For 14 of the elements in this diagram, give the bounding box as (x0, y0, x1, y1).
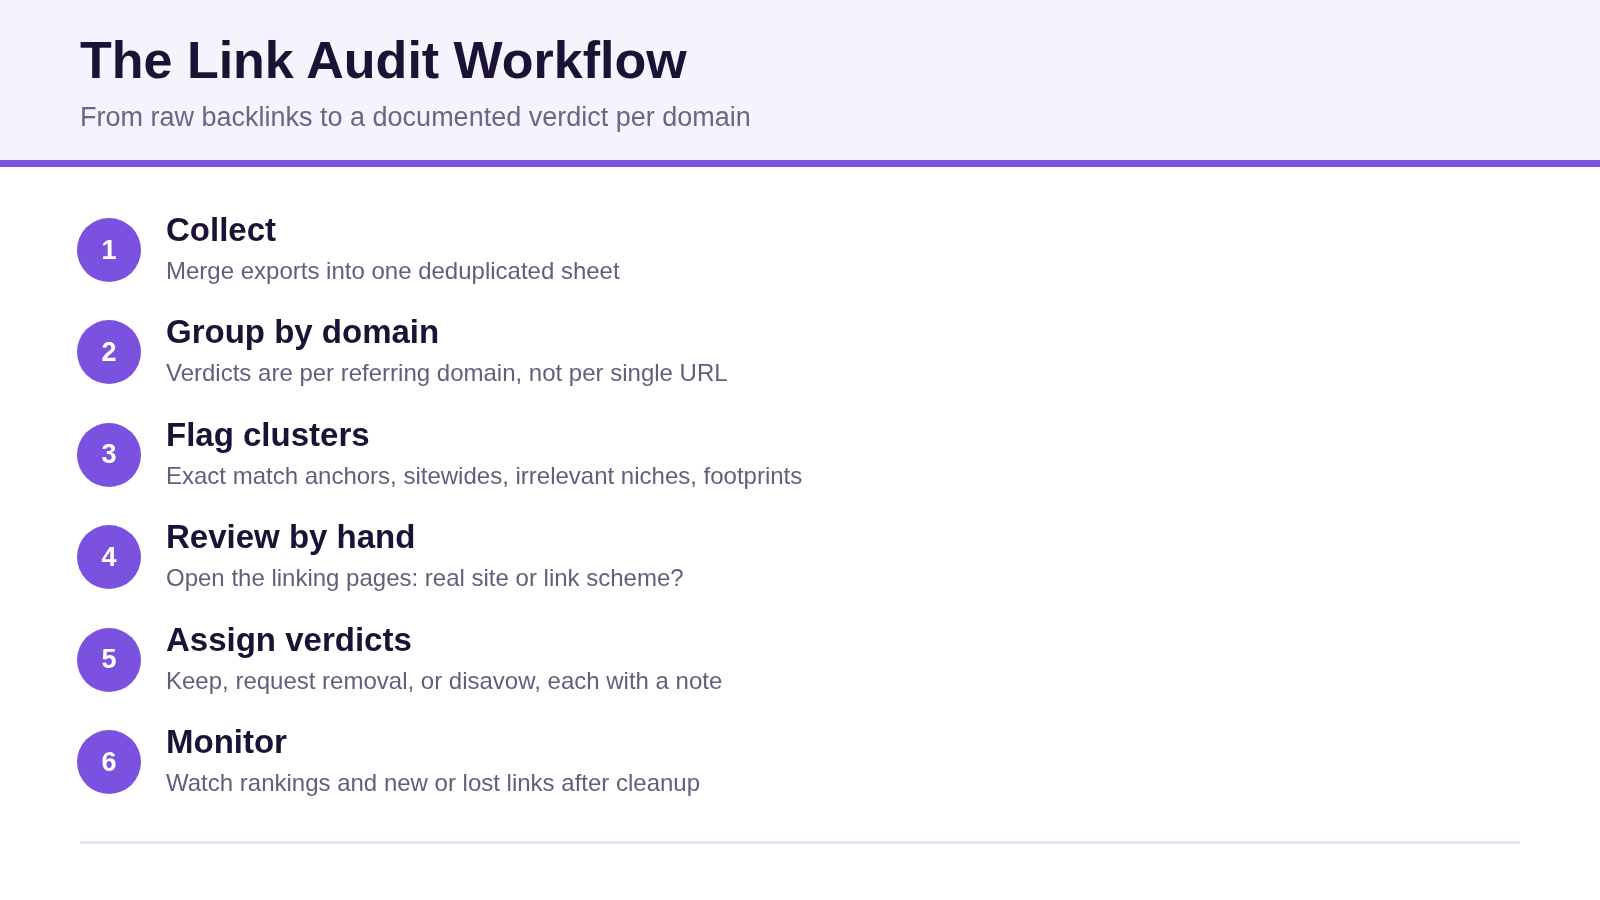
step-heading: Review by hand (166, 518, 417, 557)
subtitle: From raw backlinks to a documented verdict per domain (80, 101, 751, 133)
step-heading: Monitor (166, 723, 288, 761)
step-heading: Collect (166, 211, 278, 249)
step-heading: Flag clusters (166, 415, 371, 454)
title: The Link Audit Workflow (80, 30, 687, 91)
step-description: Keep, request removal, or disavow, each with a note (166, 665, 723, 695)
step-description: Open the linking pages: real site or link scheme? (166, 563, 684, 593)
step-heading: Assign verdicts (166, 620, 413, 659)
step-description: Watch rankings and new or lost links after cleanup (166, 768, 701, 797)
step-heading: Group by domain (166, 313, 441, 352)
step-description: Exact match anchors, sitewides, irrelevant niches, footprints (166, 460, 803, 490)
step-description: Verdicts are per referring domain, not per single URL (166, 358, 728, 388)
step-description: Merge exports into one deduplicated sheet (166, 256, 620, 285)
